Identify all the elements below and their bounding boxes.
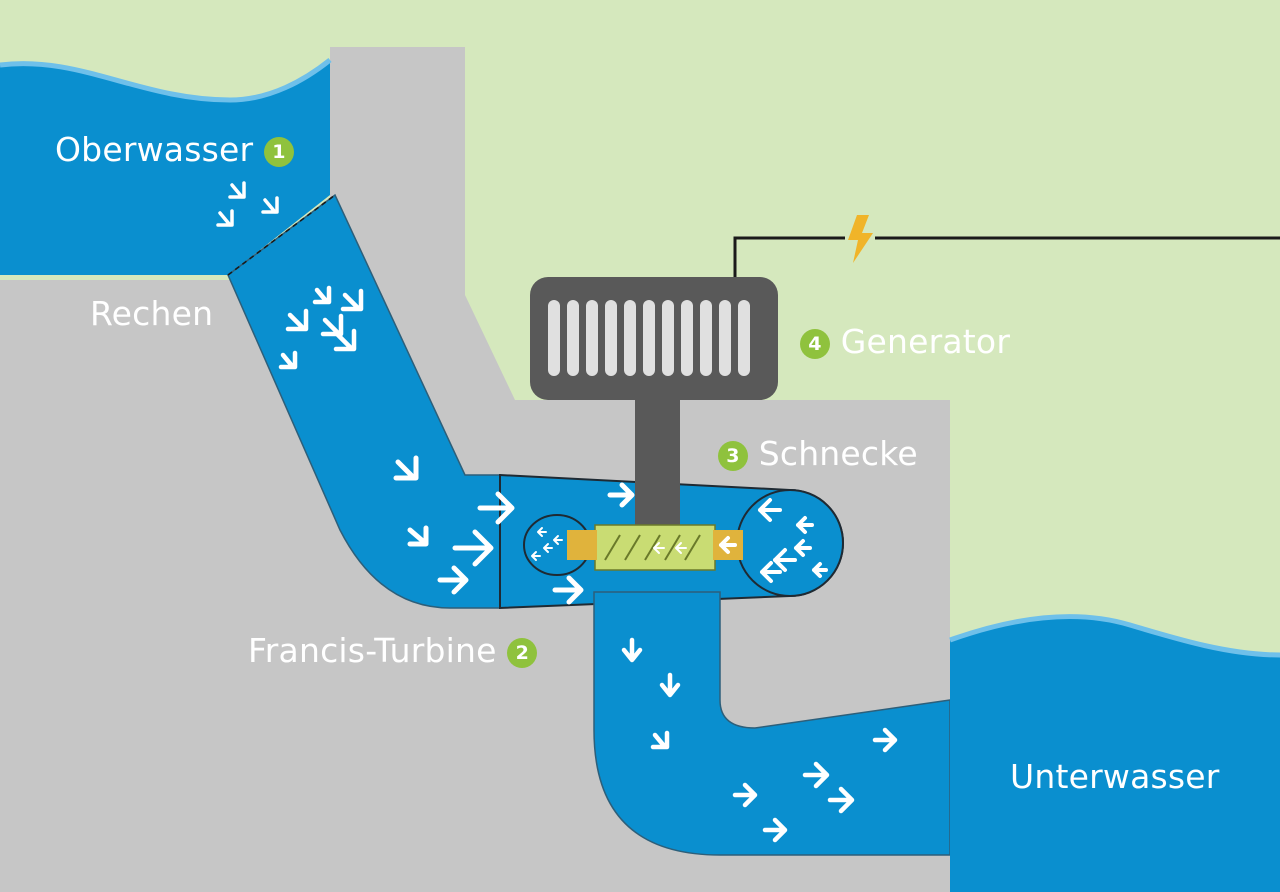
generator-icon bbox=[530, 277, 778, 400]
flow-arrows bbox=[216, 181, 898, 843]
schnecke-text: Schnecke bbox=[758, 434, 918, 473]
upper-water bbox=[0, 60, 330, 275]
generator-text: Generator bbox=[840, 322, 1011, 361]
label-generator: 4 Generator bbox=[800, 325, 1010, 359]
spiral-ring-right bbox=[736, 489, 844, 597]
badge-3: 3 bbox=[718, 440, 748, 471]
badge-1: 1 bbox=[263, 136, 294, 167]
label-oberwasser: Oberwasser 1 bbox=[55, 133, 294, 167]
trash-rack bbox=[227, 194, 336, 276]
label-francis: Francis-Turbine 2 bbox=[248, 631, 538, 670]
power-line bbox=[733, 236, 1280, 277]
upper-water-surface bbox=[0, 58, 332, 103]
lower-water bbox=[950, 616, 1280, 892]
francis-text: Francis-Turbine bbox=[248, 631, 497, 670]
lower-water-surface bbox=[949, 614, 1280, 658]
lightning-icon bbox=[848, 215, 873, 263]
label-unterwasser: Unterwasser bbox=[1010, 757, 1220, 796]
badge-2: 2 bbox=[507, 637, 538, 668]
draft-tube bbox=[593, 591, 951, 856]
oberwasser-text: Oberwasser bbox=[55, 130, 254, 169]
turbine-shaft bbox=[635, 400, 680, 525]
badge-4: 4 bbox=[800, 328, 830, 359]
label-rechen: Rechen bbox=[90, 294, 214, 333]
label-schnecke: 3 Schnecke bbox=[718, 437, 918, 471]
